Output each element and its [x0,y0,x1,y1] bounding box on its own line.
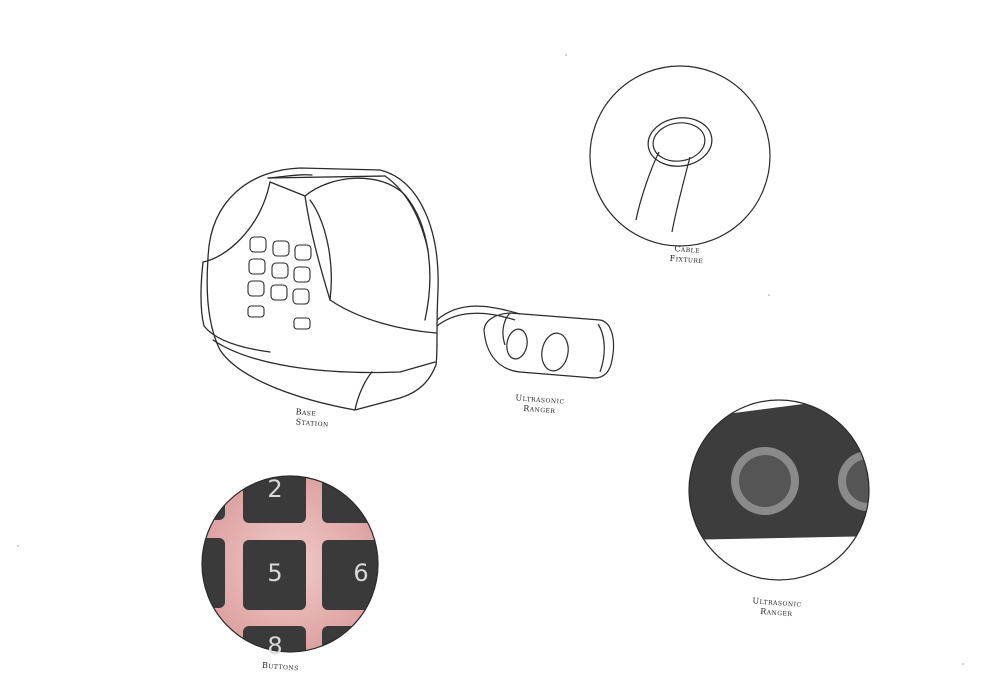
buttons-detail: 2 5 6 8 [170,430,385,686]
label-base-station: Base Station [281,406,329,429]
label-detail-ultrasonic-ranger: Ultrasonic Ranger [751,596,802,619]
base-station-side-panel [305,178,430,320]
paper-specks [17,54,964,665]
ultrasonic-ranger-drawing [484,313,614,378]
label-ultrasonic-ranger: Ultrasonic Ranger [514,393,565,416]
label-cable-fixture: Cable Fixture [669,244,704,266]
ultrasonic-ranger-detail [680,394,898,580]
key-number-right: 6 [353,559,368,587]
key-number-center: 5 [267,559,282,587]
base-station-front-panel [203,182,436,333]
cable-fixture-detail [590,66,770,246]
key-number-bottom: 8 [267,632,282,660]
key-number-top: 2 [267,475,282,503]
base-station-drawing [201,168,438,410]
base-station-keypad [248,237,311,329]
base-station-shell [207,168,438,410]
